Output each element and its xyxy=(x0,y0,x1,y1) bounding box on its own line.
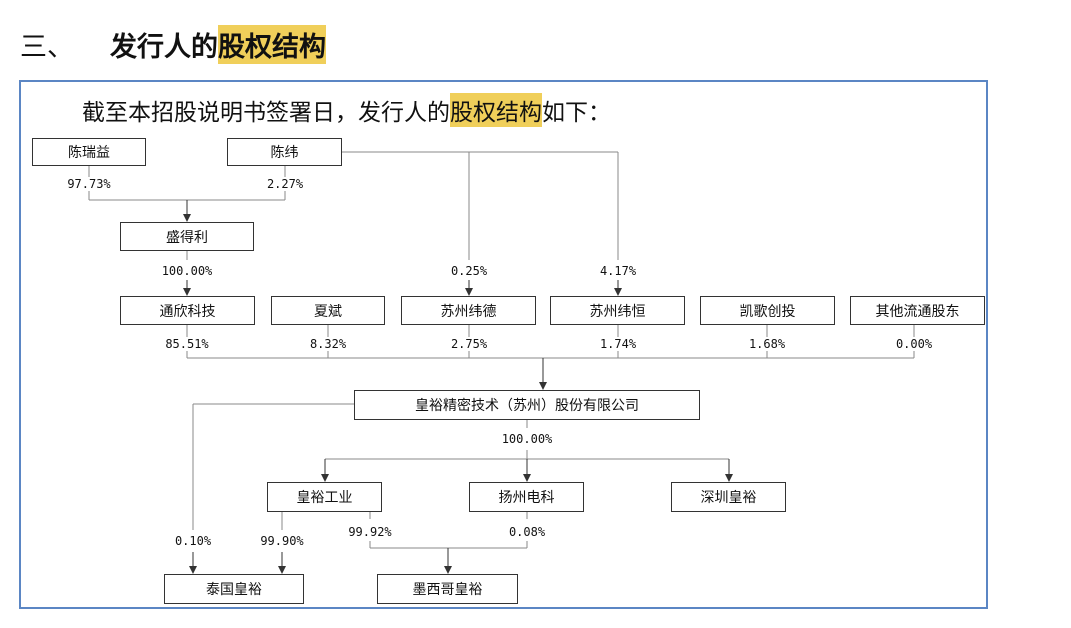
node-yz-dianke: 扬州电科 xyxy=(469,482,584,512)
pct-chenwei-weiheng: 4.17% xyxy=(593,264,643,278)
node-issuer: 皇裕精密技术（苏州）股份有限公司 xyxy=(354,390,700,420)
pct-weiheng: 1.74% xyxy=(595,337,641,351)
node-thai-huangyu: 泰国皇裕 xyxy=(164,574,304,604)
node-xiabin: 夏斌 xyxy=(271,296,385,325)
section-heading: 三、 发行人的 股权结构 xyxy=(20,24,326,64)
pct-chenwei-weide: 0.25% xyxy=(444,264,494,278)
intro-text-pre: 截至本招股说明书签署日，发行人的 xyxy=(82,100,450,126)
pct-others: 0.00% xyxy=(891,337,937,351)
intro-sentence: 截至本招股说明书签署日，发行人的 股权结构 如下： xyxy=(82,93,611,127)
node-tongxin: 通欣科技 xyxy=(120,296,255,325)
pct-chenruiyi-shengdeli: 97.73% xyxy=(60,177,118,191)
node-sz-weide: 苏州纬德 xyxy=(401,296,536,325)
pct-chenwei-shengdeli: 2.27% xyxy=(258,177,312,191)
intro-highlight: 股权结构 xyxy=(450,93,542,127)
pct-industry-mex: 99.92% xyxy=(343,525,397,539)
pct-issuer-thai: 0.10% xyxy=(170,534,216,548)
section-title-text: 发行人的 xyxy=(110,31,218,63)
node-kaige: 凯歌创投 xyxy=(700,296,835,325)
pct-xiabin: 8.32% xyxy=(305,337,351,351)
pct-kaige: 1.68% xyxy=(744,337,790,351)
node-hy-industry: 皇裕工业 xyxy=(267,482,382,512)
section-number: 三、 xyxy=(20,31,74,63)
diagram-frame xyxy=(19,80,988,609)
node-chenwei: 陈纬 xyxy=(227,138,342,166)
node-mex-huangyu: 墨西哥皇裕 xyxy=(377,574,518,604)
section-title-highlight: 股权结构 xyxy=(218,24,326,64)
intro-text-post: 如下： xyxy=(542,100,611,126)
pct-dianke-mex: 0.08% xyxy=(504,525,550,539)
node-sz-weiheng: 苏州纬恒 xyxy=(550,296,685,325)
node-others: 其他流通股东 xyxy=(850,296,985,325)
node-chenruiyi: 陈瑞益 xyxy=(32,138,146,166)
pct-industry-thai: 99.90% xyxy=(255,534,309,548)
node-shengdeli: 盛得利 xyxy=(120,222,254,251)
pct-weide: 2.75% xyxy=(446,337,492,351)
pct-issuer-subs: 100.00% xyxy=(496,432,558,446)
pct-tongxin: 85.51% xyxy=(160,337,214,351)
pct-shengdeli-tongxin: 100.00% xyxy=(155,264,219,278)
node-sz-huangyu: 深圳皇裕 xyxy=(671,482,786,512)
